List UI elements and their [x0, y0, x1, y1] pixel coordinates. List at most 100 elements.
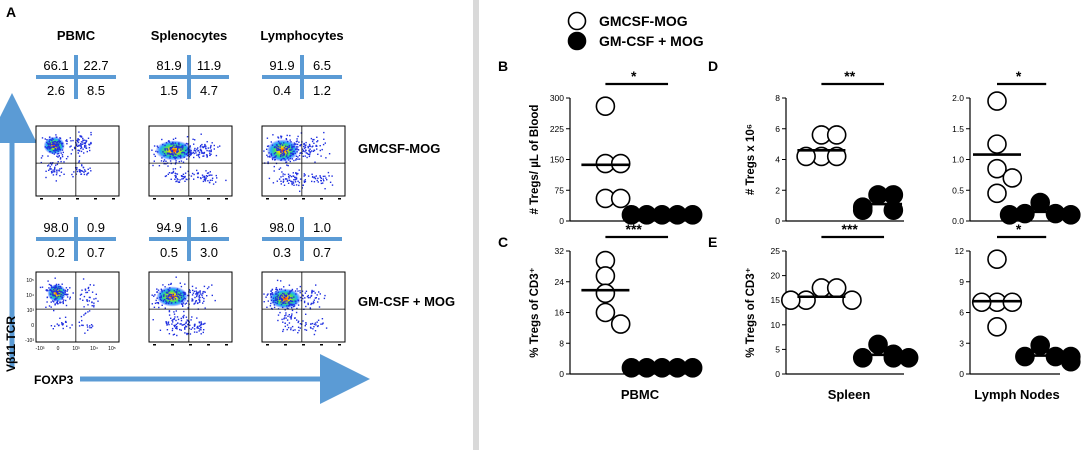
flow-event-dot: [57, 141, 59, 143]
quadrant-value-tl: 98.0: [43, 220, 68, 235]
flow-event-dot: [174, 301, 177, 304]
flow-event-dot: [201, 323, 203, 326]
flow-event-dot: [54, 294, 56, 296]
flow-event-dot: [316, 179, 318, 182]
flow-event-dot: [163, 160, 165, 163]
flow-event-dot: [195, 152, 197, 154]
flow-event-dot: [46, 139, 48, 141]
flow-event-dot: [299, 285, 301, 288]
flow-event-dot: [84, 288, 87, 290]
flow-event-dot: [72, 139, 74, 142]
flow-event-dot: [306, 295, 309, 298]
flow-event-dot: [211, 284, 213, 286]
flow-event-dot: [293, 305, 296, 307]
flow-event-dot: [286, 294, 288, 296]
flow-event-dot: [197, 147, 199, 149]
flow-event-dot: [45, 306, 47, 308]
quadrant-value-br: 4.7: [200, 83, 218, 98]
flow-event-dot: [311, 289, 313, 292]
flow-event-dot: [305, 322, 307, 324]
flow-event-dot: [180, 146, 183, 148]
flow-event-dot: [200, 133, 202, 135]
flow-event-dot: [284, 295, 287, 297]
flow-event-dot: [191, 316, 193, 318]
flow-event-dot: [41, 155, 44, 157]
flow-event-dot: [289, 160, 291, 163]
flow-event-dot: [313, 181, 316, 183]
flow-event-dot: [61, 144, 63, 146]
flow-event-dot: [156, 297, 158, 299]
flow-event-dot: [177, 181, 180, 183]
flow-event-dot: [44, 146, 46, 148]
flow-event-dot: [180, 294, 182, 297]
flow-event-dot: [288, 322, 291, 324]
flow-event-dot: [79, 135, 81, 137]
flow-event-dot: [55, 283, 58, 286]
flow-event-dot: [282, 173, 284, 175]
panel-letter-a: A: [6, 4, 16, 20]
data-point-gm-csf-plus-mog: [1030, 192, 1050, 213]
flow-event-dot: [286, 154, 288, 156]
flow-event-dot: [216, 177, 218, 179]
flow-event-dot: [160, 296, 162, 299]
flow-event-dot: [174, 156, 176, 158]
flow-event-dot: [61, 142, 64, 144]
flow-event-dot: [209, 152, 211, 154]
flow-event-dot: [315, 175, 317, 177]
flow-event-dot: [291, 146, 293, 149]
flow-event-dot: [175, 176, 177, 179]
flow-event-dot: [203, 155, 205, 157]
flow-event-dot: [54, 325, 56, 327]
flow-event-dot: [192, 300, 194, 302]
flow-event-dot: [287, 301, 290, 303]
flow-event-dot: [194, 301, 197, 303]
flow-event-dot: [164, 144, 166, 147]
flow-event-dot: [290, 315, 293, 317]
flow-event-dot: [295, 184, 298, 186]
quadrant-value-tl: 98.0: [269, 220, 294, 235]
flow-event-dot: [280, 154, 282, 156]
flow-event-dot: [294, 329, 296, 331]
flow-event-dot: [281, 318, 283, 321]
flow-event-dot: [291, 307, 293, 309]
flow-event-dot: [282, 175, 284, 177]
flow-event-dot: [319, 145, 321, 147]
flow-event-dot: [168, 289, 171, 292]
flow-event-dot: [71, 324, 73, 326]
flow-event-dot: [278, 288, 281, 290]
flow-event-dot: [290, 316, 292, 318]
flow-event-dot: [278, 142, 281, 144]
flow-event-dot: [280, 150, 282, 152]
flow-event-dot: [76, 167, 78, 169]
flow-event-dot: [201, 296, 204, 299]
flow-event-dot: [56, 153, 59, 155]
flow-event-dot: [55, 149, 58, 152]
flow-event-dot: [296, 140, 298, 142]
flow-event-dot: [328, 153, 331, 155]
flow-event-dot: [182, 145, 184, 147]
flow-event-dot: [175, 310, 177, 312]
flow-event-dot: [302, 320, 304, 322]
flow-event-dot: [56, 288, 59, 290]
flow-event-dot: [81, 143, 84, 145]
flow-event-dot: [52, 174, 55, 176]
flow-event-dot: [192, 298, 194, 301]
flow-event-dot: [210, 144, 212, 147]
flow-event-dot: [48, 147, 51, 149]
flow-event-dot: [279, 295, 282, 297]
flow-event-dot: [173, 296, 175, 298]
flow-event-dot: [202, 146, 204, 149]
flow-event-dot: [167, 153, 169, 155]
data-point-gm-csf-plus-mog: [999, 205, 1020, 225]
flow-event-dot: [41, 137, 44, 139]
flow-event-dot: [178, 142, 180, 144]
flow-event-dot: [314, 322, 317, 324]
flow-event-dot: [48, 305, 51, 307]
flow-event-dot: [194, 296, 196, 299]
significance-label: ***: [842, 221, 859, 237]
flow-event-dot: [303, 145, 305, 148]
flow-event-dot: [50, 168, 52, 170]
flow-event-dot: [157, 302, 160, 305]
